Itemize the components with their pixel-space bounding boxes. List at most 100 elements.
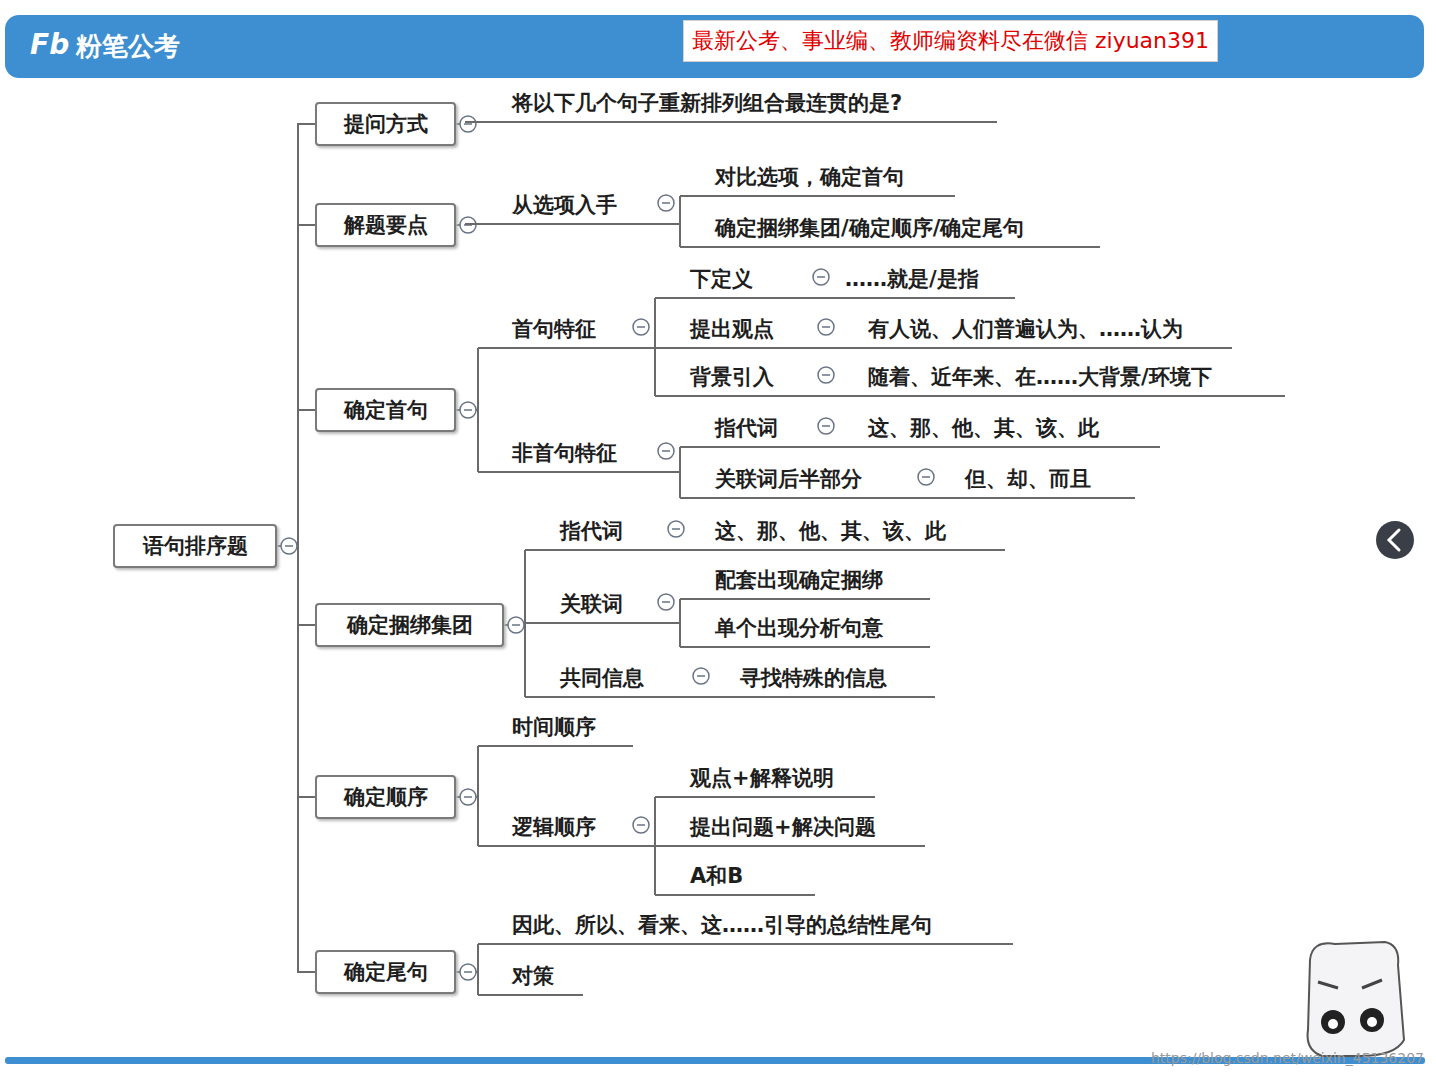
topic-text: 将以下几个句子重新排列组合最连贯的是? [512, 90, 902, 116]
topic-branch: 指代词 [680, 415, 840, 448]
topic-box: 确定顺序 [315, 775, 456, 819]
topic-branch: 但、却、而且 [940, 466, 1135, 499]
topic-text: 确定捆绑集团 [347, 612, 473, 638]
topic-branch: 因此、所以、看来、这……引导的总结性尾句 [478, 912, 1013, 945]
topic-branch: 对比选项，确定首句 [680, 164, 955, 197]
branch-connector [504, 550, 525, 625]
collapse-icon [918, 469, 934, 485]
topic-text: 确定顺序 [344, 784, 428, 810]
topic-text: 配套出现确定捆绑 [715, 567, 883, 593]
topic-text: ……就是/是指 [845, 266, 979, 292]
collapse-icon [668, 521, 684, 537]
topic-box: 确定首句 [315, 388, 456, 432]
topic-text: 随着、近年来、在……大背景/环境下 [868, 364, 1212, 390]
topic-branch: 寻找特殊的信息 [715, 665, 935, 698]
topic-text: 从选项入手 [512, 192, 617, 218]
branch-connector [277, 410, 315, 546]
topic-text: 逻辑顺序 [512, 814, 596, 840]
branch-connector [277, 546, 315, 797]
collapse-icon [633, 817, 649, 833]
promo-banner: 最新公考、事业编、教师编资料尽在微信 ziyuan391 [683, 20, 1218, 62]
topic-text: 但、却、而且 [965, 466, 1091, 492]
branch-connector [277, 225, 315, 546]
topic-text: 单个出现分析句意 [715, 615, 883, 641]
collapse-icon [818, 319, 834, 335]
topic-box: 确定捆绑集团 [315, 603, 504, 647]
topic-text: 非首句特征 [512, 440, 617, 466]
collapse-icon [658, 195, 674, 211]
topic-text: 指代词 [715, 415, 778, 441]
collapse-icon [818, 418, 834, 434]
topic-branch: 配套出现确定捆绑 [680, 567, 930, 600]
topic-box: 语句排序题 [113, 524, 277, 568]
topic-text: 对策 [512, 963, 554, 989]
nav-button [1376, 521, 1414, 559]
topic-branch: 观点+解释说明 [655, 765, 875, 798]
topic-text: 有人说、人们普遍认为、……认为 [868, 316, 1183, 342]
topic-branch: 关联词 [525, 591, 680, 624]
topic-branch: 确定捆绑集团/确定顺序/确定尾句 [680, 215, 1100, 248]
collapse-icon [460, 217, 476, 233]
watermark: https://blog.csdn.net/weixin_45136207 [1151, 1050, 1424, 1066]
topic-branch: 指代词 [525, 518, 690, 551]
collapse-icon [460, 789, 476, 805]
topic-branch: 有人说、人们普遍认为、……认为 [840, 316, 1232, 349]
topic-branch: 非首句特征 [478, 440, 680, 473]
branch-connector [456, 410, 478, 472]
topic-branch: 将以下几个句子重新排列组合最连贯的是? [465, 90, 997, 123]
topic-text: 因此、所以、看来、这……引导的总结性尾句 [512, 912, 932, 938]
topic-branch: 逻辑顺序 [478, 814, 655, 847]
collapse-icon [813, 269, 829, 285]
collapse-icon [460, 964, 476, 980]
topic-text: 共同信息 [560, 665, 644, 691]
branch-connector [456, 348, 478, 410]
topic-branch: ……就是/是指 [835, 266, 1015, 299]
topic-branch: 对策 [478, 963, 583, 996]
topic-branch: 这、那、他、其、该、此 [690, 518, 1005, 551]
topic-text: 这、那、他、其、该、此 [715, 518, 946, 544]
logo-mark: Fb [30, 28, 69, 61]
topic-text: 确定捆绑集团/确定顺序/确定尾句 [715, 215, 1024, 241]
topic-branch: A和B [655, 863, 815, 896]
topic-branch: 关联词后半部分 [680, 466, 940, 499]
branch-connector [277, 546, 315, 972]
branch-connector [277, 124, 315, 546]
collapse-icon [693, 668, 709, 684]
topic-branch: 从选项入手 [465, 192, 680, 225]
topic-branch: 首句特征 [478, 316, 655, 349]
topic-text: 对比选项，确定首句 [715, 164, 904, 190]
topic-text: 提出观点 [690, 316, 774, 342]
topic-branch: 提出观点 [655, 316, 840, 349]
collapse-icon [460, 402, 476, 418]
topic-text: 提出问题+解决问题 [690, 814, 876, 840]
topic-branch: 下定义 [655, 266, 835, 299]
topic-text: 观点+解释说明 [690, 765, 834, 791]
topic-text: 解题要点 [344, 212, 428, 238]
header-bar [5, 15, 1424, 78]
collapse-icon [818, 367, 834, 383]
topic-text: 背景引入 [690, 364, 774, 390]
collapse-icon [658, 594, 674, 610]
topic-branch: 时间顺序 [478, 714, 633, 747]
topic-branch: 单个出现分析句意 [680, 615, 930, 648]
branch-connector [277, 546, 315, 625]
topic-box: 确定尾句 [315, 950, 456, 994]
topic-text: 确定首句 [344, 397, 428, 423]
topic-text: 指代词 [560, 518, 623, 544]
topic-text: 提问方式 [344, 111, 428, 137]
topic-branch: 这、那、他、其、该、此 [840, 415, 1160, 448]
topic-branch: 背景引入 [655, 364, 840, 397]
topic-box: 提问方式 [315, 102, 456, 146]
topic-branch: 提出问题+解决问题 [655, 814, 925, 847]
topic-text: 确定尾句 [344, 959, 428, 985]
topic-text: A和B [690, 863, 743, 889]
topic-text: 关联词后半部分 [715, 466, 862, 492]
topic-branch: 共同信息 [525, 665, 715, 698]
topic-box: 解题要点 [315, 203, 456, 247]
topic-text: 关联词 [560, 591, 623, 617]
collapse-icon [460, 116, 476, 132]
branch-connector [504, 625, 525, 697]
topic-text: 这、那、他、其、该、此 [868, 415, 1099, 441]
topic-text: 下定义 [690, 266, 753, 292]
logo-text: 粉笔公考 [76, 29, 180, 64]
